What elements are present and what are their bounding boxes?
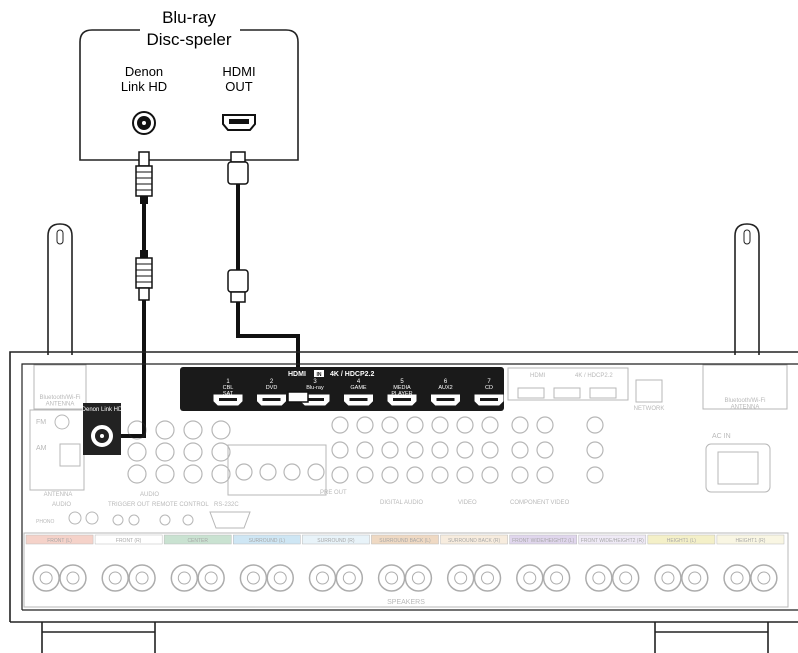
video-label: VIDEO <box>458 500 477 506</box>
player-title-line2: Disc-speler <box>146 30 231 49</box>
pre-out-label: PRE OUT <box>320 490 347 496</box>
hdmi-input-name: Blu-ray <box>306 385 324 391</box>
speaker-terminal-icon <box>60 565 86 591</box>
speaker-terminal-icon <box>751 565 777 591</box>
speaker-terminal-icon <box>33 565 59 591</box>
speaker-channel-label: FRONT (R) <box>116 538 142 544</box>
remote-control-label: REMOTE CONTROL <box>152 502 209 508</box>
hdmi-cable <box>228 152 298 398</box>
speaker-terminal-icon <box>336 565 362 591</box>
speaker-channel-label: SURROUND (L) <box>249 538 286 544</box>
hdmi-out-port-label-line2: OUT <box>225 79 253 94</box>
speaker-terminal-icon <box>405 565 431 591</box>
coax-cable <box>106 152 152 436</box>
hdmi-in-spec: 4K / HDCP2.2 <box>330 371 374 378</box>
speaker-terminal-icon <box>129 565 155 591</box>
antenna-right-icon <box>735 224 759 355</box>
am-label: AM <box>36 445 47 452</box>
hdmi-out-port-icon <box>223 115 255 130</box>
speaker-channel-label: SURROUND BACK (L) <box>379 538 431 544</box>
denon-link-jack-icon <box>133 112 155 134</box>
speaker-terminal-icon <box>655 565 681 591</box>
ac-in-label: AC IN <box>712 433 731 440</box>
rs232c-label: RS-232C <box>214 502 239 508</box>
network-label: NETWORK <box>634 406 665 412</box>
speakers-label: SPEAKERS <box>387 599 425 606</box>
hdmi-out-spec: 4K / HDCP2.2 <box>575 373 613 379</box>
speaker-terminal-icon <box>240 565 266 591</box>
speaker-terminal-icon <box>171 565 197 591</box>
speaker-terminal-icon <box>448 565 474 591</box>
speaker-channel-label: CENTER <box>187 538 208 544</box>
hdmi-out-port-label-line1: HDMI <box>222 64 255 79</box>
trigger-out-label: TRIGGER OUT <box>108 502 150 508</box>
speaker-terminal-icon <box>586 565 612 591</box>
hdmi-plug-inserted <box>288 392 308 402</box>
bluray-player: Blu-ray Disc-speler Denon Link HD HDMI O… <box>80 8 298 160</box>
speaker-terminal-icon <box>309 565 335 591</box>
speaker-channel-label: FRONT WIDE/HEIGHT2 (R) <box>581 538 644 544</box>
hdmi-input-name: AUX2 <box>438 385 452 391</box>
speaker-channel-label: FRONT WIDE/HEIGHT2 (L) <box>512 538 574 544</box>
denon-link-port-label-line2: Link HD <box>121 79 167 94</box>
speaker-terminal-icon <box>544 565 570 591</box>
speaker-channel-label: SURROUND BACK (R) <box>448 538 501 544</box>
speaker-terminal-icon <box>102 565 128 591</box>
speaker-terminals: FRONT (L) FRONT (R) CENTER SURROUND (L) SURR… <box>26 535 784 591</box>
denon-link-port-label-line1: Denon <box>125 64 163 79</box>
hdmi-input-name: GAME <box>350 385 367 391</box>
speaker-terminal-icon <box>682 565 708 591</box>
speaker-terminal-icon <box>475 565 501 591</box>
speaker-terminal-icon <box>613 565 639 591</box>
audio-label: AUDIO <box>140 492 159 498</box>
audio-phono-label: AUDIO <box>52 502 71 508</box>
hdmi-input-name: CD <box>485 385 493 391</box>
hdmi-out-header: HDMI <box>530 373 546 379</box>
hdmi-in-header: HDMI <box>288 371 306 378</box>
hdmi-in-tag: IN <box>317 372 322 378</box>
speaker-terminal-icon <box>517 565 543 591</box>
denon-link-hd-label: Denon Link HD <box>82 407 123 413</box>
component-video-label: COMPONENT VIDEO <box>510 500 570 506</box>
speaker-terminal-icon <box>379 565 405 591</box>
speaker-terminal-icon <box>267 565 293 591</box>
digital-audio-label: DIGITAL AUDIO <box>380 500 423 506</box>
speaker-channel-label: HEIGHT1 (R) <box>735 538 765 544</box>
antenna-left-icon <box>48 224 72 355</box>
fm-label: FM <box>36 419 46 426</box>
phono-label: PHONO <box>36 519 54 525</box>
speaker-channel-label: HEIGHT1 (L) <box>667 538 697 544</box>
denon-link-hd-input: Denon Link HD <box>82 403 123 455</box>
speaker-terminal-icon <box>198 565 224 591</box>
speaker-terminal-icon <box>724 565 750 591</box>
player-title-line1: Blu-ray <box>162 8 216 27</box>
speaker-channel-label: FRONT (L) <box>47 538 72 544</box>
antenna-label: ANTENNA <box>44 492 73 498</box>
speaker-channel-label: SURROUND (R) <box>317 538 355 544</box>
hdmi-input-name: DVD <box>266 385 278 391</box>
